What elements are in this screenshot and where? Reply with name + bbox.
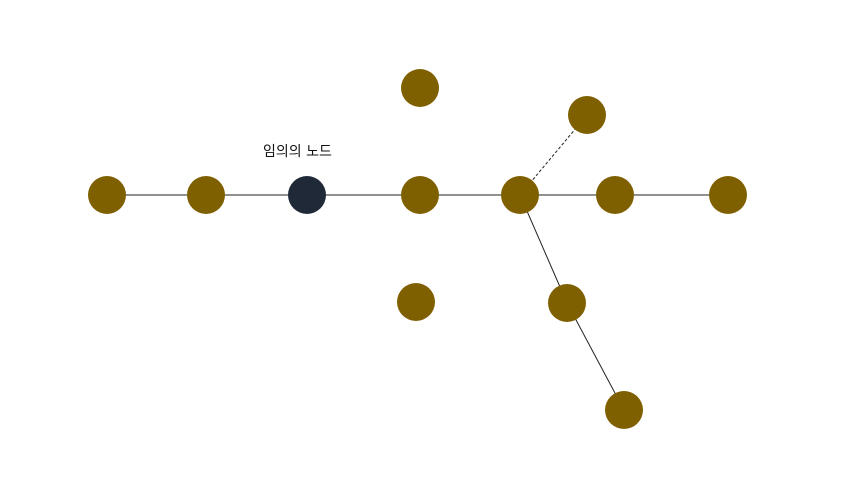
- node-n10[interactable]: [605, 391, 643, 429]
- node-n9[interactable]: [548, 284, 586, 322]
- node-n11[interactable]: [401, 69, 439, 107]
- node-label: 임의의 노드: [263, 144, 332, 160]
- node-n12[interactable]: [397, 283, 435, 321]
- node-n5[interactable]: [501, 176, 539, 214]
- node-n7[interactable]: [709, 176, 747, 214]
- node-n2[interactable]: [187, 176, 225, 214]
- edge-n9-n10: [566, 302, 625, 411]
- node-n4[interactable]: [401, 176, 439, 214]
- edge-n5-n9: [519, 194, 568, 304]
- node-n3-highlighted[interactable]: [288, 176, 326, 214]
- node-n8[interactable]: [568, 96, 606, 134]
- node-n1[interactable]: [88, 176, 126, 214]
- edges-group: [107, 114, 728, 411]
- node-n6[interactable]: [596, 176, 634, 214]
- nodes-group: [88, 69, 747, 429]
